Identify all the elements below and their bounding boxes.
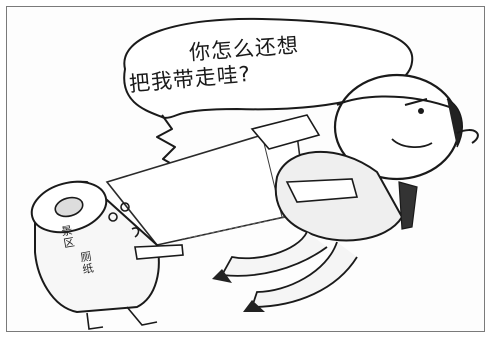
cartoon-illustration: [30, 17, 479, 330]
illustration-frame: 你怎么还想 把我带走哇? 景区 厕纸: [6, 6, 485, 332]
toilet-roll-character: [30, 180, 184, 330]
man-character: [212, 73, 479, 312]
